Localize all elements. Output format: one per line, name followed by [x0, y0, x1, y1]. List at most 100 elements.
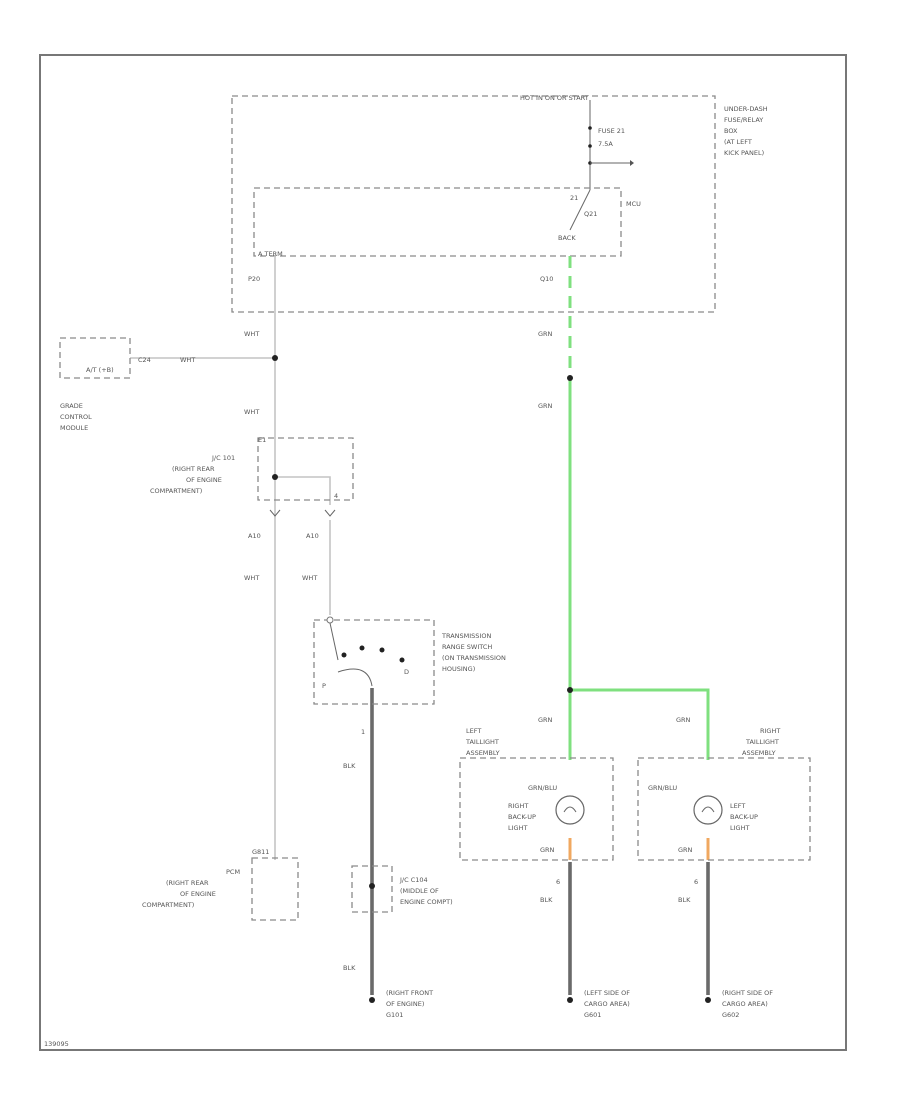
connector-right: Q10 — [540, 275, 553, 283]
wht-wire-jc-branch — [275, 476, 331, 505]
pcm-label-line: GRADE — [60, 402, 83, 410]
wire-label-grn: GRN — [538, 716, 553, 724]
connector-chevron — [324, 509, 336, 517]
right-taillight-title-line: ASSEMBLY — [742, 749, 776, 757]
at-box-outline — [59, 337, 131, 379]
trans-contact — [341, 652, 347, 658]
fuse-terminal-top — [588, 126, 592, 130]
left-taillight-outline — [459, 757, 614, 861]
right-lamp-label-line: BACK-UP — [730, 813, 758, 821]
junction-dot — [567, 687, 573, 693]
fuse-branch-arrow — [630, 160, 634, 166]
trans-switch-label-line: (ON TRANSMISSION — [442, 654, 506, 662]
pcm-bottom-pin: G811 — [252, 848, 269, 856]
left-taillight-title-line: LEFT — [466, 727, 481, 735]
right-lamp-label-line: LEFT — [730, 802, 745, 810]
connector-chevron — [269, 509, 281, 517]
wire-label-blk: BLK — [343, 762, 356, 770]
at-pin-label: C24 — [138, 356, 151, 364]
right-lamp-bulb-icon — [693, 795, 723, 825]
fuse-box-label-line: (AT LEFT — [724, 138, 752, 146]
junction-dot — [567, 375, 573, 381]
left-ground-pin: 6 — [556, 878, 560, 886]
jc101-label-line: OF ENGINE — [186, 476, 222, 484]
ground-label-line: CARGO AREA) — [722, 1000, 768, 1008]
right-taillight-assembly: RIGHT TAILLIGHT ASSEMBLY GRN/BLU LEFT BA… — [637, 727, 811, 886]
pcm-bottom-outline — [251, 857, 299, 921]
trans-input-terminal — [326, 616, 334, 624]
fuse-relay-box: HOT IN ON OR START UNDER-DASH FUSE/RELAY… — [231, 94, 768, 313]
ground-labels: (RIGHT FRONT OF ENGINE) G101 (LEFT SIDE … — [386, 989, 773, 1019]
jc101-label-line: J/C 101 — [211, 454, 235, 462]
wire-label-grn: GRN — [540, 846, 555, 854]
left-lamp-bulb-icon — [555, 795, 585, 825]
ground-dot — [369, 997, 375, 1003]
pcm-bottom-label-line: (RIGHT REAR — [166, 879, 209, 887]
wire-label-grn: GRN — [538, 402, 553, 410]
pcm-bottom-label-line: PCM — [226, 868, 240, 876]
wire-label-grn-blu: GRN/BLU — [528, 784, 557, 792]
jc-c104-label-line: ENGINE COMPT) — [400, 898, 453, 906]
junction-dot — [272, 474, 278, 480]
left-taillight-title-line: ASSEMBLY — [466, 749, 500, 757]
fuse-name: FUSE 21 — [598, 127, 625, 135]
mcu-pin-label: Q21 — [584, 210, 597, 218]
lamp-filament — [563, 806, 577, 813]
diagram-frame — [39, 54, 847, 1051]
wire-label-grn: GRN — [676, 716, 691, 724]
trans-switch-label-line: RANGE SWITCH — [442, 643, 492, 651]
left-lamp-label-line: RIGHT — [508, 802, 528, 810]
trans-switch-outline — [313, 619, 435, 705]
trans-contact — [379, 647, 385, 653]
wire-label-wht: WHT — [180, 356, 195, 364]
trans-pos-d: D — [404, 668, 409, 676]
fuse-box-label-line: KICK PANEL) — [724, 149, 764, 157]
fuse-terminal-bottom — [588, 144, 592, 148]
jc101-left-pin: A10 — [248, 532, 261, 540]
left-taillight-title-line: TAILLIGHT — [465, 738, 499, 746]
ground-label-line: G602 — [722, 1011, 739, 1019]
trans-switch-arm — [337, 668, 373, 687]
left-lamp-label-line: LIGHT — [508, 824, 527, 832]
jc101-label-line: (RIGHT REAR — [172, 465, 215, 473]
pcm-bottom-label-line: COMPARTMENT) — [142, 901, 194, 909]
connector-left: P20 — [248, 275, 260, 283]
left-taillight-assembly: LEFT TAILLIGHT ASSEMBLY GRN/BLU RIGHT BA… — [459, 727, 614, 886]
trans-range-switch: TRANSMISSION RANGE SWITCH (ON TRANSMISSI… — [313, 616, 506, 736]
jc101-outline — [257, 437, 354, 501]
jc-c104-label-line: J/C C104 — [399, 876, 428, 884]
trans-contact — [399, 657, 405, 663]
right-ground-pin: 6 — [694, 878, 698, 886]
trans-pin: 1 — [361, 728, 365, 736]
trans-pos-p: P — [322, 682, 326, 690]
jc-c104-outline — [351, 865, 393, 913]
wire-label-grn: GRN — [678, 846, 693, 854]
wire-label-blk: BLK — [343, 964, 356, 972]
mcu-outline — [253, 187, 622, 257]
trans-switch-label-line: HOUSING) — [442, 665, 475, 673]
ground-label-line: (RIGHT FRONT — [386, 989, 433, 997]
ground-label-line: G101 — [386, 1011, 403, 1019]
wire-label-wht: WHT — [244, 330, 259, 338]
lamp-filament — [701, 806, 715, 813]
pcm-label-line: CONTROL — [60, 413, 92, 421]
fuse-box-label-line: FUSE/RELAY — [724, 116, 763, 124]
at-box-label: A/T (+B) — [86, 366, 114, 374]
fuse-box-header: HOT IN ON OR START — [520, 94, 589, 102]
ground-label-line: (RIGHT SIDE OF — [722, 989, 773, 997]
jc101-pin-label: E1 — [258, 436, 266, 444]
junction-dot — [272, 355, 278, 361]
backup-label: BACK — [558, 234, 576, 242]
right-taillight-title-line: TAILLIGHT — [745, 738, 779, 746]
pcm-label-line: MODULE — [60, 424, 88, 432]
mcu-internal-line — [569, 189, 591, 231]
right-taillight-title-line: RIGHT — [760, 727, 780, 735]
trans-contact — [359, 645, 365, 651]
right-taillight-outline — [637, 757, 811, 861]
mcu-label: MCU — [626, 200, 641, 208]
wire-label-grn-blu: GRN/BLU — [648, 784, 677, 792]
fuse-rating: 7.5A — [598, 140, 613, 148]
jc101-right-pin: A10 — [306, 532, 319, 540]
left-lamp-label-line: BACK-UP — [508, 813, 536, 821]
